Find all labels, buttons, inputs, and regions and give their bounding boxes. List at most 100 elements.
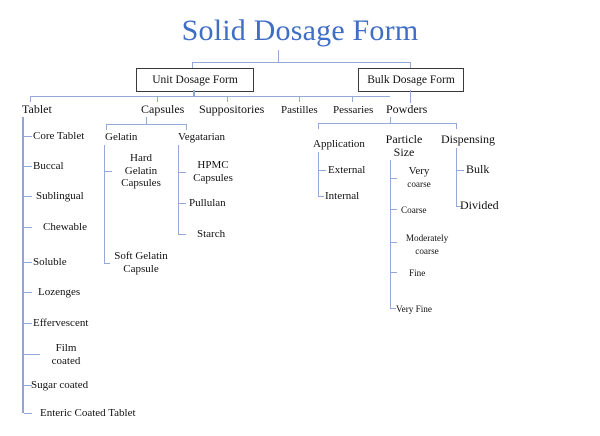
node-dispensing[interactable]: Dispensing bbox=[441, 132, 495, 146]
node-hard-gelatin-line2: Gelatin bbox=[124, 164, 158, 177]
connector-vegatarian-tick-1 bbox=[178, 172, 186, 173]
node-divided[interactable]: Divided bbox=[460, 198, 499, 212]
connector-application-tick-1 bbox=[318, 170, 326, 171]
node-fine[interactable]: Fine bbox=[409, 268, 426, 278]
node-very-coarse-line2: coarse bbox=[407, 178, 431, 189]
node-tablet[interactable]: Tablet bbox=[22, 102, 52, 116]
node-chewable[interactable]: Chewable bbox=[43, 221, 87, 233]
node-starch[interactable]: Starch bbox=[197, 228, 226, 240]
connector-powders-spine-drop bbox=[390, 117, 391, 123]
node-soft-gelatin-line2: Capsule bbox=[123, 262, 159, 275]
connector-vegatarian-tick-3 bbox=[178, 234, 186, 235]
connector-particle-tick-3 bbox=[390, 242, 397, 243]
node-vegatarian[interactable]: Vegatarian bbox=[178, 131, 226, 143]
node-pullulan[interactable]: Pullulan bbox=[189, 197, 226, 209]
node-capsules[interactable]: Capsules bbox=[141, 102, 185, 116]
connector-capsules-bus bbox=[106, 124, 186, 125]
node-very-coarse-line1: Very bbox=[408, 165, 430, 177]
diagram-title: Solid Dosage Form bbox=[181, 14, 419, 47]
connector-gelatin-spine bbox=[104, 145, 105, 263]
connector-vegatarian-spine bbox=[178, 145, 179, 234]
node-soft-gelatin-line1: Soft Gelatin bbox=[114, 250, 168, 262]
node-internal[interactable]: Internal bbox=[325, 190, 360, 202]
connector-tablet-tick-5 bbox=[24, 262, 32, 263]
node-core-tablet[interactable]: Core Tablet bbox=[33, 130, 85, 142]
node-application[interactable]: Application bbox=[313, 138, 365, 150]
connector-tablet-tick-1 bbox=[24, 136, 32, 137]
node-soluble[interactable]: Soluble bbox=[33, 256, 67, 268]
connector-tablet-tick-2 bbox=[24, 166, 32, 167]
connector-level1-bus bbox=[192, 62, 411, 63]
connector-application-spine bbox=[318, 152, 319, 197]
connector-gelatin-tick-2 bbox=[104, 263, 110, 264]
connector-particle-tick-1 bbox=[390, 178, 397, 179]
connector-particle-tick-5 bbox=[390, 308, 396, 309]
connector-level1-left-drop bbox=[192, 62, 193, 69]
connector-gelatin-tick-1 bbox=[104, 171, 112, 172]
connector-dispensing-tick-1 bbox=[456, 170, 464, 171]
node-moderately-coarse-line1: Moderately bbox=[405, 233, 449, 243]
node-soft-gelatin-capsule[interactable]: Soft Gelatin Capsule bbox=[108, 250, 174, 275]
node-unit-dosage-form[interactable]: Unit Dosage Form bbox=[136, 68, 254, 92]
node-pastilles[interactable]: Pastilles bbox=[281, 104, 318, 116]
node-moderately-coarse-line2: coarse bbox=[415, 245, 439, 256]
connector-gelatin-drop bbox=[106, 124, 107, 130]
connector-vegatarian-tick-2 bbox=[178, 203, 186, 204]
node-sugar-coated[interactable]: Sugar coated bbox=[31, 379, 89, 391]
connector-dispensing-spine bbox=[456, 148, 457, 207]
node-effervescent[interactable]: Effervescent bbox=[33, 317, 89, 329]
connector-tablet-tick-10 bbox=[24, 413, 32, 414]
connector-level1-right-drop bbox=[410, 62, 411, 69]
connector-capsules-spine-drop bbox=[146, 117, 147, 124]
connector-tablet-tick-9 bbox=[24, 385, 32, 386]
node-very-fine[interactable]: Very Fine bbox=[396, 304, 432, 314]
node-hard-gelatin-line3: Capsules bbox=[121, 177, 161, 189]
connector-dispensing-drop bbox=[456, 123, 457, 129]
connector-tablet-tick-6 bbox=[24, 292, 32, 293]
connector-particle-tick-2 bbox=[390, 209, 397, 210]
connector-unit-drop bbox=[193, 90, 195, 97]
connector-particle-tick-4 bbox=[390, 272, 397, 273]
node-hard-gelatin-capsules[interactable]: Hard Gelatin Capsules bbox=[114, 152, 168, 190]
node-particle-size-line1: Particle bbox=[385, 132, 423, 146]
node-buccal[interactable]: Buccal bbox=[33, 160, 64, 172]
connector-pessaries-drop bbox=[352, 96, 353, 102]
connector-root-drop bbox=[278, 50, 279, 63]
node-particle-size[interactable]: Particle Size bbox=[380, 133, 428, 158]
connector-dispensing-tick-2 bbox=[456, 206, 462, 207]
node-suppositories[interactable]: Suppositories bbox=[199, 102, 265, 116]
connector-tablet-tick-8 bbox=[24, 354, 40, 355]
node-coarse[interactable]: Coarse bbox=[401, 205, 427, 215]
node-film-coated-line2: coated bbox=[51, 354, 81, 367]
node-lozenges[interactable]: Lozenges bbox=[38, 286, 81, 298]
node-powders[interactable]: Powders bbox=[386, 102, 428, 116]
node-moderately-coarse[interactable]: Moderately coarse bbox=[398, 232, 456, 257]
node-film-coated[interactable]: Film coated bbox=[44, 342, 88, 367]
connector-vegatarian-drop bbox=[186, 124, 187, 130]
node-hpmc-line1: HPMC bbox=[197, 159, 229, 171]
connector-particle-size-spine bbox=[390, 160, 391, 308]
connector-tablet-spine bbox=[22, 117, 24, 413]
connector-tablet-tick-3 bbox=[24, 196, 32, 197]
connector-application-drop bbox=[318, 123, 319, 129]
connector-pastilles-drop bbox=[299, 96, 300, 102]
node-enteric-coated-tablet[interactable]: Enteric Coated Tablet bbox=[40, 407, 136, 419]
node-film-coated-line1: Film bbox=[55, 342, 77, 354]
node-gelatin[interactable]: Gelatin bbox=[105, 131, 138, 143]
connector-capsules-drop bbox=[157, 96, 158, 102]
connector-tablet-tick-7 bbox=[24, 323, 32, 324]
connector-level2-bus bbox=[30, 96, 390, 97]
node-external[interactable]: External bbox=[328, 164, 366, 176]
node-sublingual[interactable]: Sublingual bbox=[36, 190, 84, 202]
node-bulk[interactable]: Bulk bbox=[466, 162, 490, 176]
node-hpmc-capsules[interactable]: HPMC Capsules bbox=[188, 159, 238, 184]
connector-application-tick-2 bbox=[318, 196, 324, 197]
connector-tablet-tick-4 bbox=[24, 227, 32, 228]
node-particle-size-line2: Size bbox=[393, 144, 415, 159]
connector-bulk-drop bbox=[410, 90, 411, 103]
connector-suppositories-drop bbox=[227, 96, 228, 102]
node-pessaries[interactable]: Pessaries bbox=[333, 104, 374, 116]
node-bulk-dosage-form[interactable]: Bulk Dosage Form bbox=[358, 68, 464, 92]
node-very-coarse[interactable]: Very coarse bbox=[398, 165, 440, 190]
